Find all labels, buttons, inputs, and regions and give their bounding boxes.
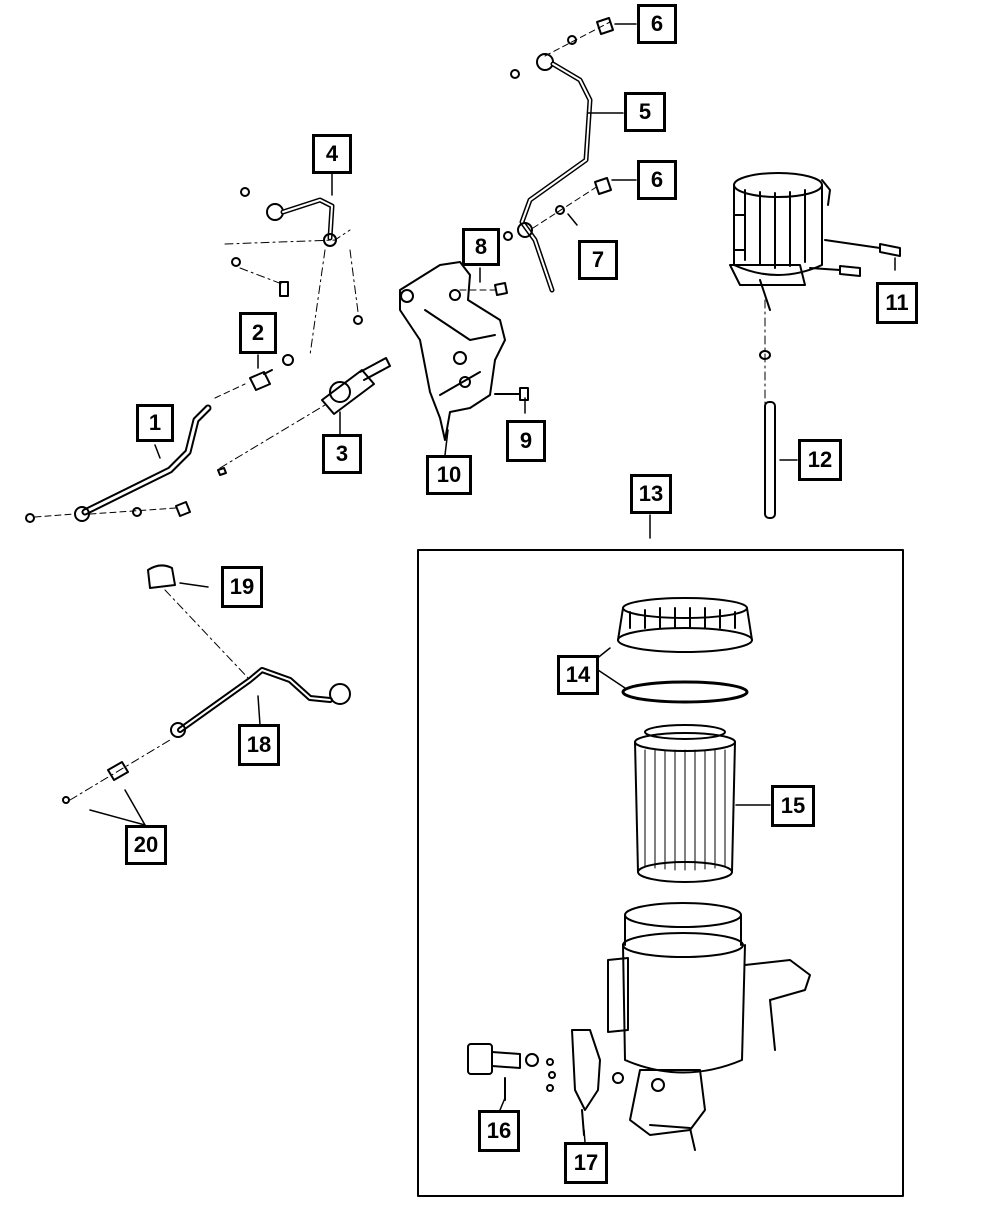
callout-6-top: 6	[637, 4, 677, 44]
callout-7: 7	[578, 240, 618, 280]
callout-18: 18	[238, 724, 280, 766]
sensor-part-16	[467, 1043, 539, 1101]
callout-5: 5	[624, 92, 666, 132]
callout-20: 20	[125, 825, 167, 865]
assembly-box-part-13	[417, 549, 904, 1197]
bracket-part-10	[399, 261, 529, 441]
fuel-line-part-5	[503, 17, 614, 293]
filter-cap-part-14	[617, 597, 753, 704]
callout-6-lower: 6	[637, 160, 677, 200]
heater-part-17	[546, 1029, 624, 1136]
tube-part-12	[764, 401, 776, 519]
callout-9: 9	[506, 420, 546, 462]
sensor-part-3	[217, 357, 391, 476]
callout-8: 8	[462, 228, 500, 266]
fitting-part-2	[214, 354, 294, 399]
callout-12: 12	[798, 439, 842, 481]
tube-part-4	[224, 187, 363, 356]
fuel-tube-part-1	[25, 404, 212, 523]
callout-13: 13	[630, 474, 672, 514]
callout-1: 1	[136, 404, 174, 442]
callout-15: 15	[771, 785, 815, 827]
filter-element-part-15	[634, 724, 736, 883]
callout-10: 10	[426, 455, 472, 495]
filter-housing	[607, 902, 811, 1151]
callout-17: 17	[564, 1142, 608, 1184]
callout-19: 19	[221, 566, 263, 608]
callout-3: 3	[322, 434, 362, 474]
fuel-line-part-18	[62, 564, 351, 804]
callout-4: 4	[312, 134, 352, 174]
callout-2: 2	[239, 312, 277, 354]
callout-16: 16	[478, 1110, 520, 1152]
callout-14: 14	[557, 655, 599, 695]
callout-11: 11	[876, 282, 918, 324]
leader-lines	[89, 23, 896, 1143]
